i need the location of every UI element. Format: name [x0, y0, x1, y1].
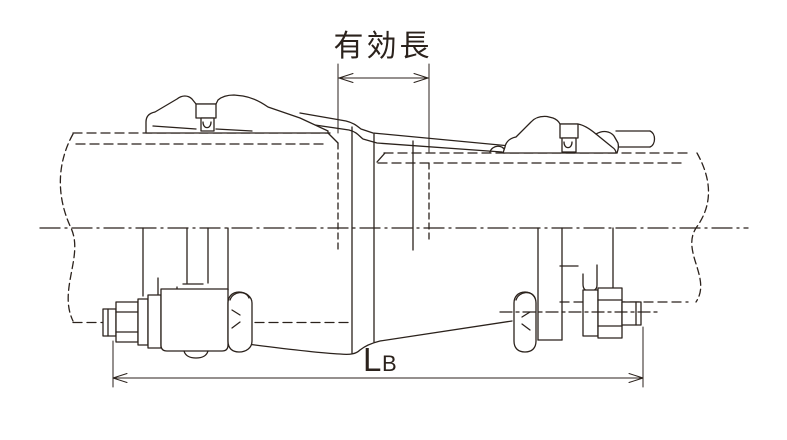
- t-bolt-shank-right: [513, 291, 537, 353]
- arrowhead-right-icon: [413, 73, 429, 83]
- nut-right: [597, 287, 623, 339]
- dimension-lb: L B: [112, 326, 644, 388]
- t-bolt-head-left: [195, 103, 217, 119]
- t-bolt-nut-left: [200, 117, 215, 132]
- gland-lug-hook-right: [582, 264, 598, 292]
- clamp-top-left: [145, 94, 329, 134]
- sleeve-bottom-outline: [231, 320, 513, 356]
- bolt-head-left: [115, 301, 139, 343]
- dimension-effective-length: 有効長: [334, 30, 433, 241]
- t-bolt-head-right: [559, 123, 579, 139]
- bolt-assembly-bottom-right: [499, 227, 661, 353]
- spigot-chamfer: [376, 152, 386, 163]
- arrowhead-right-icon: [628, 373, 644, 383]
- bolt-tip-left: [102, 308, 117, 337]
- gland-ring-left: [160, 288, 229, 352]
- t-bolt-nut-right: [561, 137, 577, 153]
- lb-label-subscript: B: [382, 351, 397, 376]
- pipe-left-break-line: [59, 133, 76, 322]
- lb-label-main: L: [363, 341, 381, 378]
- bolt-tip-right: [621, 301, 642, 326]
- arrowhead-left-icon: [338, 73, 354, 83]
- effective-length-label: 有効長: [334, 30, 433, 63]
- clamp-top-right: [489, 115, 656, 154]
- bolt-assembly-bottom-left: [102, 227, 253, 359]
- coupling-sleeve: [231, 112, 513, 356]
- arrowhead-left-icon: [112, 373, 128, 383]
- pipe-right-break-line: [691, 152, 710, 303]
